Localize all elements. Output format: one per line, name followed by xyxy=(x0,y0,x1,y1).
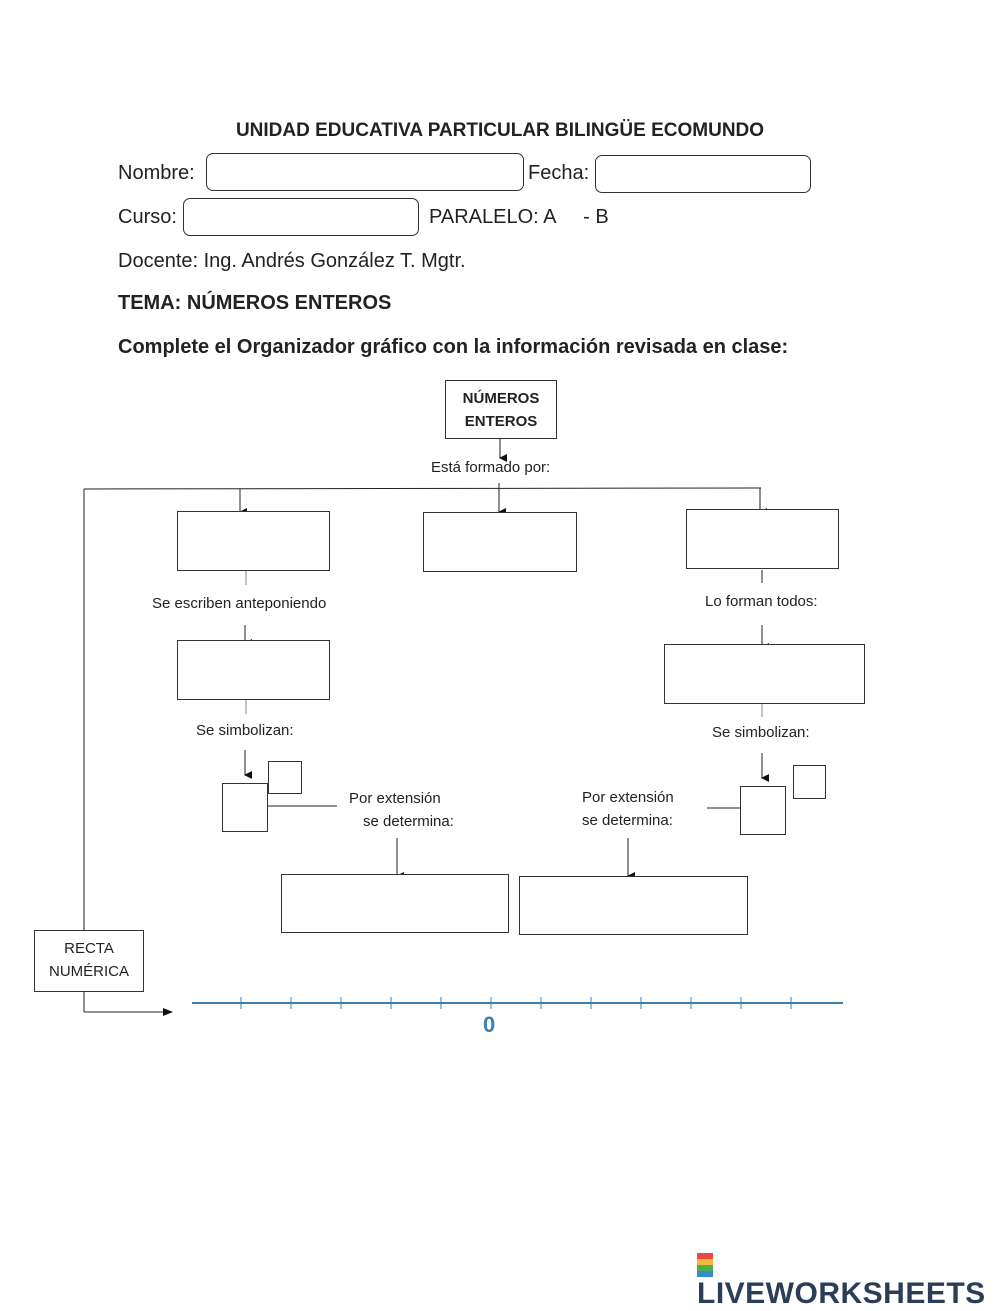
date-field[interactable] xyxy=(595,155,811,193)
answer-box-center[interactable] xyxy=(423,512,577,572)
name-label: Nombre: xyxy=(118,162,195,184)
root-line-1: NÚMEROS xyxy=(462,390,540,407)
right-symbol-label: Se simbolizan: xyxy=(712,724,810,741)
course-field[interactable] xyxy=(183,198,419,236)
symbol-left-box[interactable] xyxy=(222,783,268,832)
right-formed-label: Lo forman todos: xyxy=(705,593,818,610)
extension-right-line-1: Por extensión xyxy=(582,789,674,806)
teacher-text: Docente: Ing. Andrés González T. Mgtr. xyxy=(118,250,466,272)
extension-right-line-2: se determina: xyxy=(582,812,673,829)
extension-left-label: Por extensión se determina: xyxy=(349,787,454,833)
logo-mark-icon xyxy=(697,1253,713,1277)
school-title: UNIDAD EDUCATIVA PARTICULAR BILINGÜE ECO… xyxy=(235,120,765,141)
answer-box-left-sign[interactable] xyxy=(177,640,330,700)
extension-right-label: Por extensión se determina: xyxy=(582,786,674,832)
answer-box-left[interactable] xyxy=(177,511,330,571)
extension-left-line-1: Por extensión xyxy=(349,790,441,807)
number-line-box: RECTA NUMÉRICA xyxy=(34,930,144,992)
instruction-text: Complete el Organizador gráfico con la i… xyxy=(118,336,789,358)
symbol-left-sup-box[interactable] xyxy=(268,761,302,794)
symbol-right-box[interactable] xyxy=(740,786,786,835)
liveworksheets-logo[interactable]: LIVEWORKSHEETS xyxy=(697,1253,1000,1311)
logo-text: LIVEWORKSHEETS xyxy=(697,1277,986,1310)
course-label: Curso: xyxy=(118,206,177,228)
formed-by-label: Está formado por: xyxy=(431,459,551,476)
root-line-2: ENTEROS xyxy=(464,413,538,430)
answer-box-extension-left[interactable] xyxy=(281,874,509,933)
symbol-right-sup-box[interactable] xyxy=(793,765,826,799)
extension-left-line-2: se determina: xyxy=(363,813,454,830)
left-written-label: Se escriben anteponiendo xyxy=(152,595,327,612)
name-field[interactable] xyxy=(206,153,524,191)
root-box: NÚMEROS ENTEROS xyxy=(445,380,557,439)
answer-box-right[interactable] xyxy=(686,509,839,569)
number-line-zero: 0 xyxy=(483,1012,496,1037)
number-line-label-1: RECTA xyxy=(64,940,114,957)
number-line-ticks xyxy=(240,997,792,1009)
left-symbol-label: Se simbolizan: xyxy=(196,722,294,739)
date-label: Fecha: xyxy=(528,162,590,184)
topic-heading: TEMA: NÚMEROS ENTEROS xyxy=(118,292,392,314)
number-line-label-2: NUMÉRICA xyxy=(48,963,129,980)
answer-box-extension-right[interactable] xyxy=(519,876,748,935)
parallel-text: PARALELO: A - B xyxy=(429,206,609,228)
answer-box-right-all[interactable] xyxy=(664,644,865,704)
